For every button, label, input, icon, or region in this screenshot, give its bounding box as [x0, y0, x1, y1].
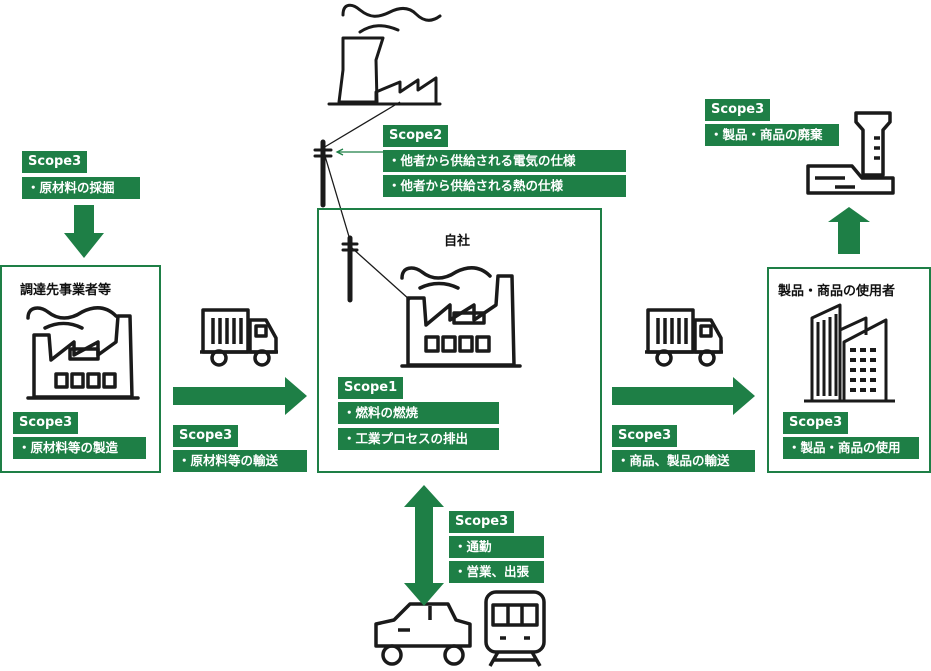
user-title: 製品・商品の使用者 — [778, 284, 896, 299]
building-icon — [804, 303, 895, 403]
electricity-item: ・他者から供給される電気の仕様 — [383, 150, 626, 172]
raw-material-scope-tag: Scope3 — [22, 151, 88, 173]
arrow-vertical-commute — [404, 485, 444, 606]
supplier-title: 調達先事業者等 — [20, 283, 112, 298]
incinerator-icon — [806, 111, 895, 195]
factory-icon — [400, 266, 522, 368]
supplier-scope-tag: Scope3 — [13, 412, 79, 434]
electricity-scope-tag: Scope2 — [383, 125, 449, 147]
car-icon — [374, 602, 472, 666]
business-trip-item: ・営業、出張 — [449, 561, 544, 583]
commute-scope-tag: Scope3 — [449, 511, 515, 533]
supplier-frame — [0, 265, 161, 473]
disposal-item: ・製品・商品の廃棄 — [705, 124, 839, 146]
arrow-right-inbound — [173, 377, 307, 415]
inbound-item: ・原材料等の輸送 — [173, 450, 307, 472]
fuel-combustion-item: ・燃料の燃焼 — [338, 402, 499, 424]
inbound-scope-tag: Scope3 — [173, 425, 239, 447]
industrial-process-item: ・工業プロセスの排出 — [338, 428, 499, 450]
factory-icon — [26, 306, 140, 400]
truck-icon — [645, 308, 723, 367]
raw-material-item: ・原材料の採掘 — [22, 177, 140, 199]
arrow-icon — [64, 205, 870, 606]
power-plant-icon — [327, 3, 442, 106]
disposal-scope-tag: Scope3 — [705, 99, 771, 121]
power-wires — [322, 101, 411, 301]
outbound-item: ・商品、製品の輸送 — [612, 450, 755, 472]
commute-item: ・通勤 — [449, 536, 544, 558]
company-scope-tag: Scope1 — [338, 377, 404, 399]
company-frame — [317, 208, 602, 473]
arrow-down-raw-material — [64, 205, 104, 258]
arrow-right-outbound — [612, 377, 755, 415]
utility-pole-icon — [313, 139, 359, 303]
outbound-scope-tag: Scope3 — [612, 425, 678, 447]
truck-icon — [200, 308, 278, 367]
supplier-item: ・原材料等の製造 — [13, 437, 146, 459]
user-frame — [767, 267, 931, 473]
company-title: 自社 — [444, 234, 471, 249]
train-icon — [484, 590, 546, 667]
user-item: ・製品・商品の使用 — [783, 437, 919, 459]
user-scope-tag: Scope3 — [783, 412, 849, 434]
heat-item: ・他者から供給される熱の仕様 — [383, 175, 626, 197]
arrow-up-disposal — [828, 207, 870, 254]
